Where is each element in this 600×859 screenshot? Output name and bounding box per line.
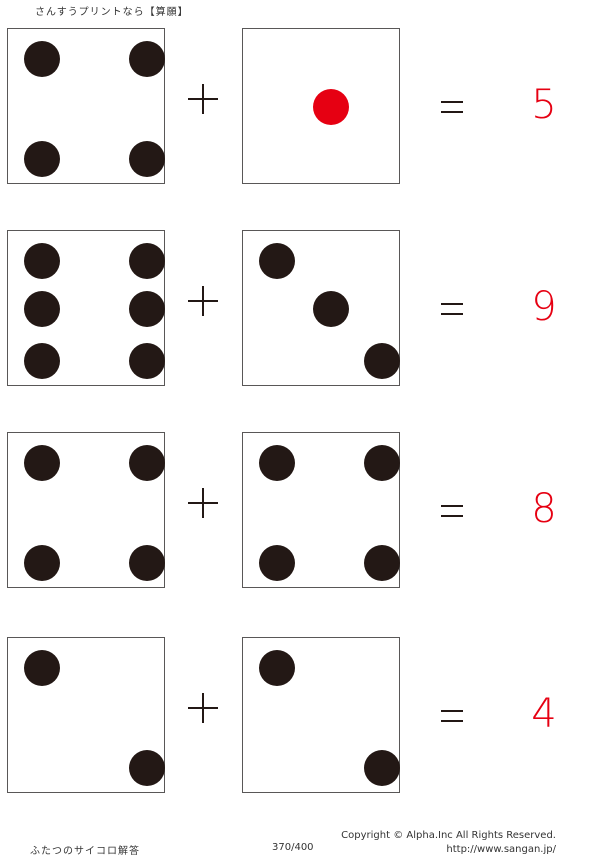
pip-icon [364, 545, 400, 581]
pip-icon [259, 243, 295, 279]
left-die [7, 432, 165, 588]
pip-icon [259, 545, 295, 581]
pip-icon [129, 445, 165, 481]
right-die [242, 230, 400, 386]
pip-icon [24, 41, 60, 77]
equals-icon [441, 302, 463, 316]
answer-value: 4 [531, 691, 557, 737]
left-die [7, 230, 165, 386]
footer-copyright-block: Copyright © Alpha.Inc All Rights Reserve… [341, 829, 556, 857]
problem-row: 9 [0, 230, 600, 388]
plus-icon [186, 82, 220, 116]
equals-icon [441, 709, 463, 723]
pip-icon [129, 291, 165, 327]
pip-icon [24, 343, 60, 379]
pip-icon [313, 291, 349, 327]
pip-icon [129, 243, 165, 279]
pip-icon [259, 650, 295, 686]
pip-icon [24, 291, 60, 327]
pip-icon [129, 343, 165, 379]
footer-title: ふたつのサイコロ解答 [30, 846, 140, 857]
problem-row: 4 [0, 637, 600, 795]
left-die [7, 28, 165, 184]
pip-icon [129, 545, 165, 581]
pip-icon [364, 750, 400, 786]
answer-value: 5 [531, 82, 557, 128]
answer-value: 8 [531, 486, 557, 532]
pip-icon [24, 141, 60, 177]
equals-icon [441, 504, 463, 518]
pip-icon [259, 445, 295, 481]
pip-icon [129, 750, 165, 786]
pip-icon [24, 243, 60, 279]
pip-icon [364, 343, 400, 379]
pip-icon [24, 445, 60, 481]
right-die [242, 432, 400, 588]
equals-icon [441, 100, 463, 114]
right-die [242, 28, 400, 184]
copyright-text: Copyright © Alpha.Inc All Rights Reserve… [341, 830, 556, 841]
header-title: さんすうプリントなら【算願】 [35, 7, 189, 18]
answer-value: 9 [531, 284, 557, 330]
right-die [242, 637, 400, 793]
pip-icon [129, 141, 165, 177]
plus-icon [186, 486, 220, 520]
plus-icon [186, 284, 220, 318]
site-url: http://www.sangan.jp/ [446, 844, 556, 855]
pip-icon [364, 445, 400, 481]
pip-icon [24, 545, 60, 581]
left-die [7, 637, 165, 793]
pip-icon [129, 41, 165, 77]
page-number: 370/400 [272, 842, 314, 853]
problem-row: 5 [0, 28, 600, 186]
pip-icon [313, 89, 349, 125]
problem-row: 8 [0, 432, 600, 590]
plus-icon [186, 691, 220, 725]
pip-icon [24, 650, 60, 686]
